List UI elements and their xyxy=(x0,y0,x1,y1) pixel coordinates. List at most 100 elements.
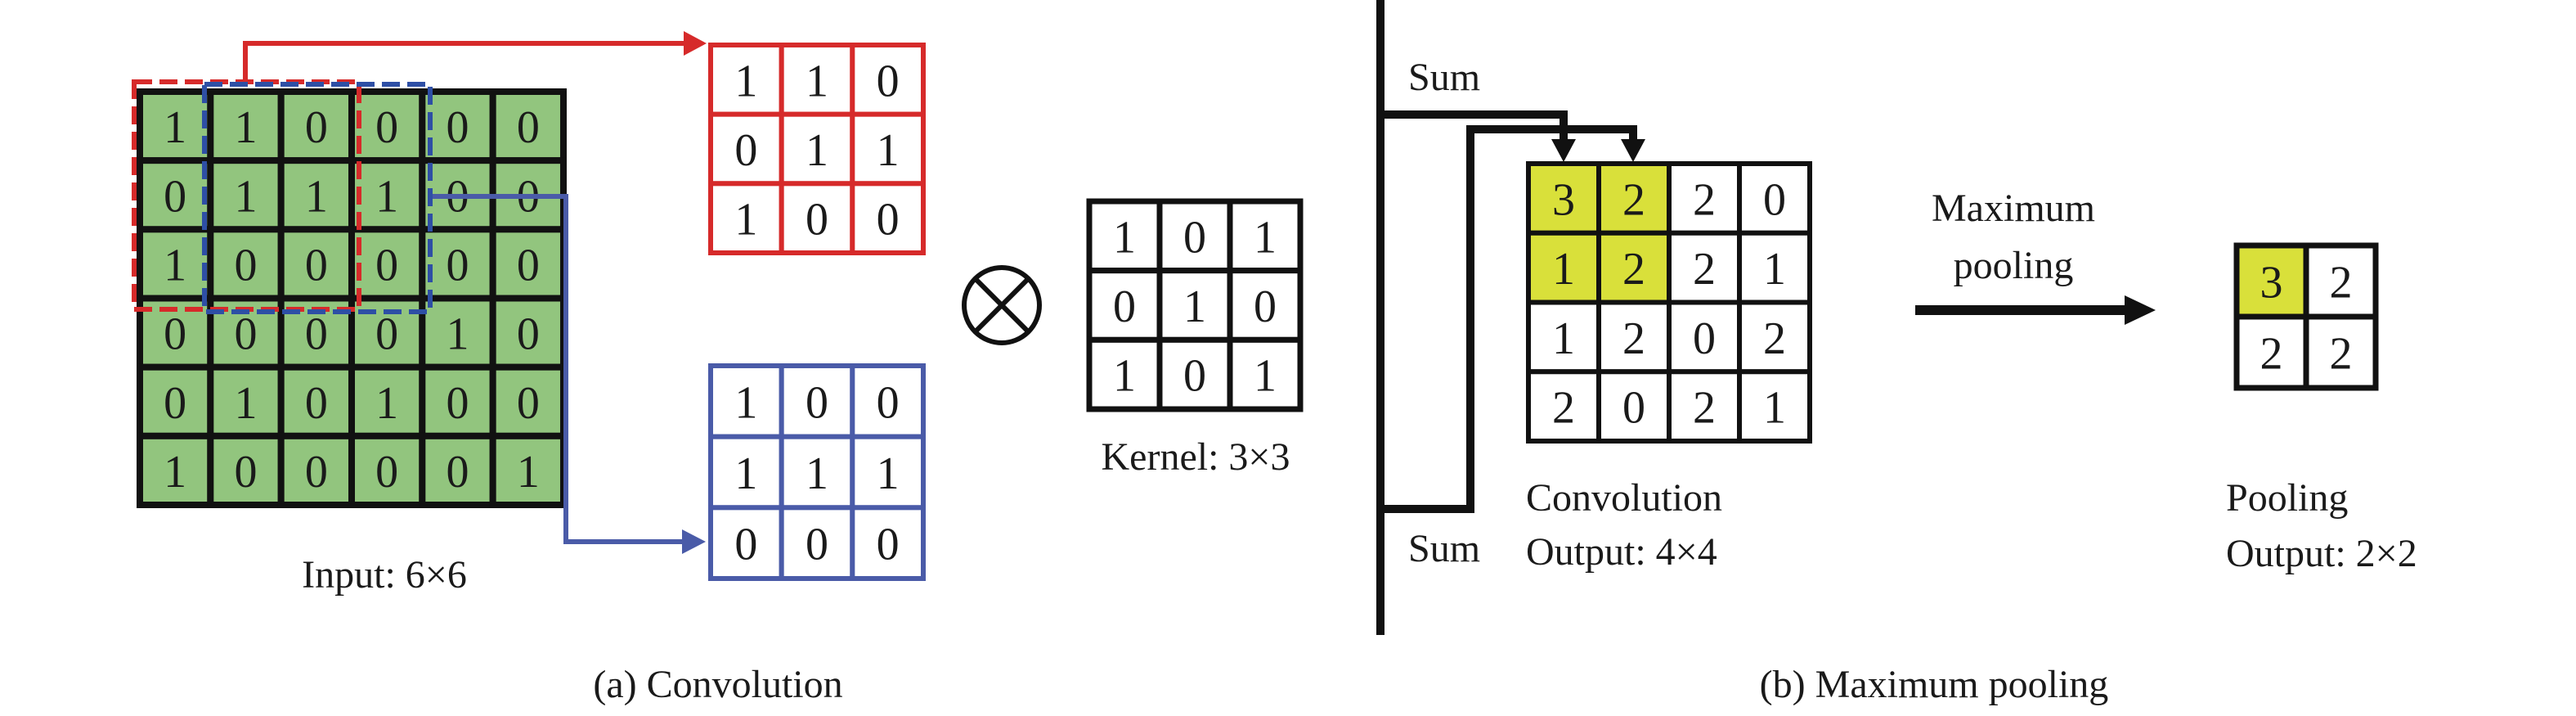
conv-output-label-line1: Convolution xyxy=(1526,476,1722,520)
pool-output-cell-value: 3 xyxy=(2260,258,2283,308)
kernel-cell xyxy=(1227,268,1304,343)
input-cell xyxy=(419,226,496,302)
conv-output-cell-value: 1 xyxy=(1552,244,1575,295)
panel-a-caption: (a) Convolution xyxy=(593,663,842,706)
input-cell-value: 0 xyxy=(517,309,540,360)
pool-output-cell xyxy=(2233,242,2309,320)
kernel-cell-value: 1 xyxy=(1113,351,1136,402)
input-cell-value: 0 xyxy=(305,447,328,498)
input-cell-value: 0 xyxy=(305,102,328,153)
red-window-cell-value: 0 xyxy=(734,125,757,176)
conv-output-cell-value: 3 xyxy=(1552,174,1575,225)
pooling-arrow-label-line1: Maximum xyxy=(1932,187,2095,230)
input-cell xyxy=(277,432,355,508)
conv-output-cell xyxy=(1737,369,1812,444)
conv-output-cell-value: 2 xyxy=(1763,313,1786,364)
red-window-cell-value: 1 xyxy=(806,56,828,106)
input-cell xyxy=(419,432,496,508)
kernel-label: Kernel: 3×3 xyxy=(1102,435,1290,479)
input-cell xyxy=(207,88,285,164)
input-cell-value: 0 xyxy=(375,447,398,498)
input-cell-value: 1 xyxy=(235,378,258,429)
conv-output-cell-value: 0 xyxy=(1622,383,1645,434)
kernel-cell-value: 0 xyxy=(1183,212,1206,263)
blue-window-cell xyxy=(779,363,855,439)
sum-bottom-label: Sum xyxy=(1408,527,1480,570)
input-cell-value: 1 xyxy=(375,378,398,429)
input-cell-value: 0 xyxy=(375,240,398,290)
red-window-cell-value: 1 xyxy=(734,195,757,245)
input-cell-value: 0 xyxy=(517,102,540,153)
blue-window-cell xyxy=(779,505,855,581)
input-cell xyxy=(348,432,426,508)
input-cell-value: 0 xyxy=(164,378,186,429)
kernel-cell-value: 1 xyxy=(1254,351,1277,402)
kernel-cell-value: 0 xyxy=(1254,281,1277,332)
input-cell-value: 1 xyxy=(447,309,469,360)
red-window-cell xyxy=(850,181,927,255)
input-cell xyxy=(277,157,355,233)
sum-arrowhead-2 xyxy=(1621,139,1645,162)
red-arrowhead xyxy=(684,31,707,56)
kernel-cell-value: 1 xyxy=(1183,281,1206,332)
blue-window-cell-value: 1 xyxy=(806,448,828,499)
pooling-arrow-label-line2: pooling xyxy=(1954,244,2074,287)
kernel-cell-value: 0 xyxy=(1113,281,1136,332)
input-cell-value: 1 xyxy=(235,102,258,153)
blue-window-cell-value: 0 xyxy=(877,377,900,428)
pool-output-cell xyxy=(2303,313,2379,391)
blue-window-cell xyxy=(708,434,784,511)
input-cell-value: 0 xyxy=(447,240,469,290)
convolution-operator-icon xyxy=(962,265,1042,345)
red-window-cell xyxy=(779,181,855,255)
blue-window-cell xyxy=(708,363,784,439)
input-cell-value: 0 xyxy=(375,309,398,360)
input-cell-value: 1 xyxy=(164,102,186,153)
conv-output-cell xyxy=(1596,299,1672,375)
pool-output-cell xyxy=(2233,313,2309,391)
kernel-cell xyxy=(1227,336,1304,412)
pooling-arrow-icon xyxy=(1915,295,2156,325)
conv-output-cell-value: 0 xyxy=(1693,313,1716,364)
red-window-cell xyxy=(708,43,784,117)
input-cell-value: 1 xyxy=(375,171,398,222)
kernel-cell-value: 1 xyxy=(1113,212,1136,263)
red-window-cell-value: 1 xyxy=(806,125,828,176)
conv-output-cell-value: 2 xyxy=(1622,244,1645,295)
input-cell-value: 0 xyxy=(375,102,398,153)
input-cell-value: 0 xyxy=(305,240,328,290)
pool-output-cell-value: 2 xyxy=(2330,329,2353,380)
input-cell-value: 1 xyxy=(164,240,186,290)
input-cell-value: 1 xyxy=(517,447,540,498)
input-cell-value: 0 xyxy=(517,240,540,290)
red-window-cell-value: 0 xyxy=(877,195,900,245)
blue-connector-line xyxy=(430,194,684,544)
input-cell-value: 0 xyxy=(305,309,328,360)
red-window-cell-value: 1 xyxy=(734,56,757,106)
input-label: Input: 6×6 xyxy=(302,553,467,597)
input-cell-value: 0 xyxy=(447,447,469,498)
conv-output-cell-value: 2 xyxy=(1693,244,1716,295)
input-cell-value: 0 xyxy=(235,447,258,498)
input-cell-value: 0 xyxy=(235,309,258,360)
conv-output-cell-value: 2 xyxy=(1693,383,1716,434)
input-cell xyxy=(207,226,285,302)
red-window-cell-value: 0 xyxy=(877,56,900,106)
sum-path-2 xyxy=(1380,125,1637,513)
conv-output-cell xyxy=(1737,230,1812,305)
red-window-cell-value: 0 xyxy=(806,195,828,245)
red-window-cell xyxy=(708,181,784,255)
input-cell-value: 0 xyxy=(164,171,186,222)
red-connector-line xyxy=(243,41,685,82)
red-window-cell xyxy=(850,111,927,187)
input-cell-value: 1 xyxy=(164,447,186,498)
pool-output-label-line1: Pooling xyxy=(2226,476,2348,520)
conv-output-cell-value: 0 xyxy=(1763,174,1786,225)
input-cell-value: 0 xyxy=(164,309,186,360)
blue-window-cell xyxy=(779,434,855,511)
input-cell-value: 0 xyxy=(517,378,540,429)
kernel-cell-value: 0 xyxy=(1183,351,1206,402)
